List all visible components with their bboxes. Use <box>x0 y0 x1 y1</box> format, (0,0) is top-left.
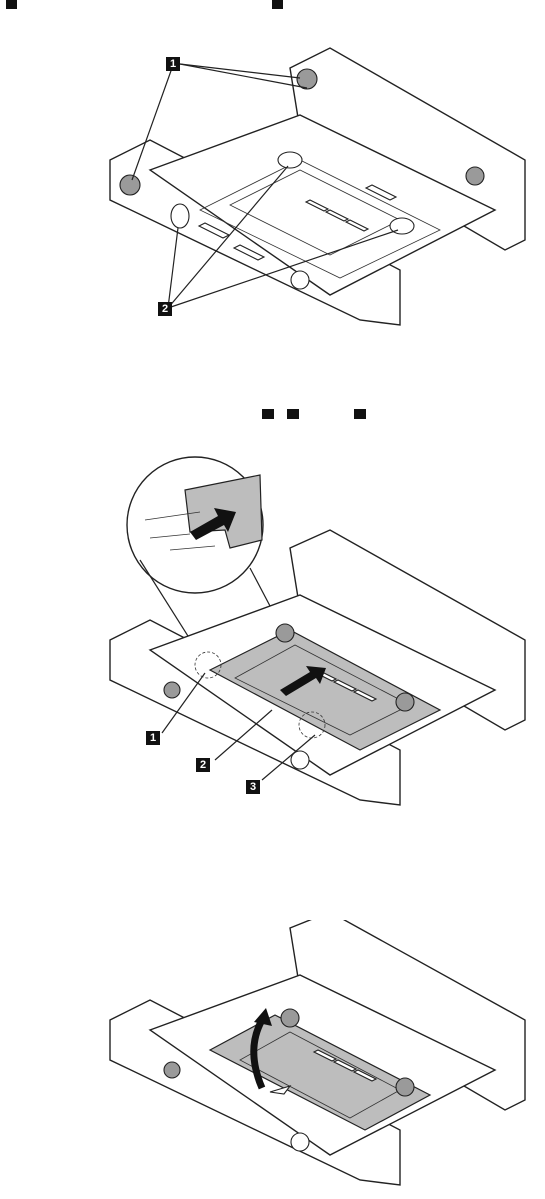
figure-2-bracket-illustration <box>0 450 545 810</box>
ref-marker-top-right <box>272 0 283 9</box>
ref-marker-top-left <box>6 0 17 9</box>
figure-2-callout-2: 2 <box>196 758 210 772</box>
figure-1-callout-1: 1 <box>166 57 180 71</box>
figure-2-callout-1: 1 <box>146 731 160 745</box>
screw-right <box>466 167 484 185</box>
figure-3-bracket-illustration <box>0 920 545 1199</box>
screw-left <box>120 175 140 195</box>
figure-1-callout-2: 2 <box>158 302 172 316</box>
keyhole-1 <box>278 152 302 168</box>
ref-marker-step2-a <box>262 409 274 419</box>
keyhole-2 <box>171 204 189 228</box>
screw-top <box>297 69 317 89</box>
figure-2-callout-3: 3 <box>246 780 260 794</box>
ref-marker-step2-c <box>354 409 366 419</box>
figure-1-bracket-illustration <box>0 40 545 330</box>
ref-marker-step2-b <box>287 409 299 419</box>
